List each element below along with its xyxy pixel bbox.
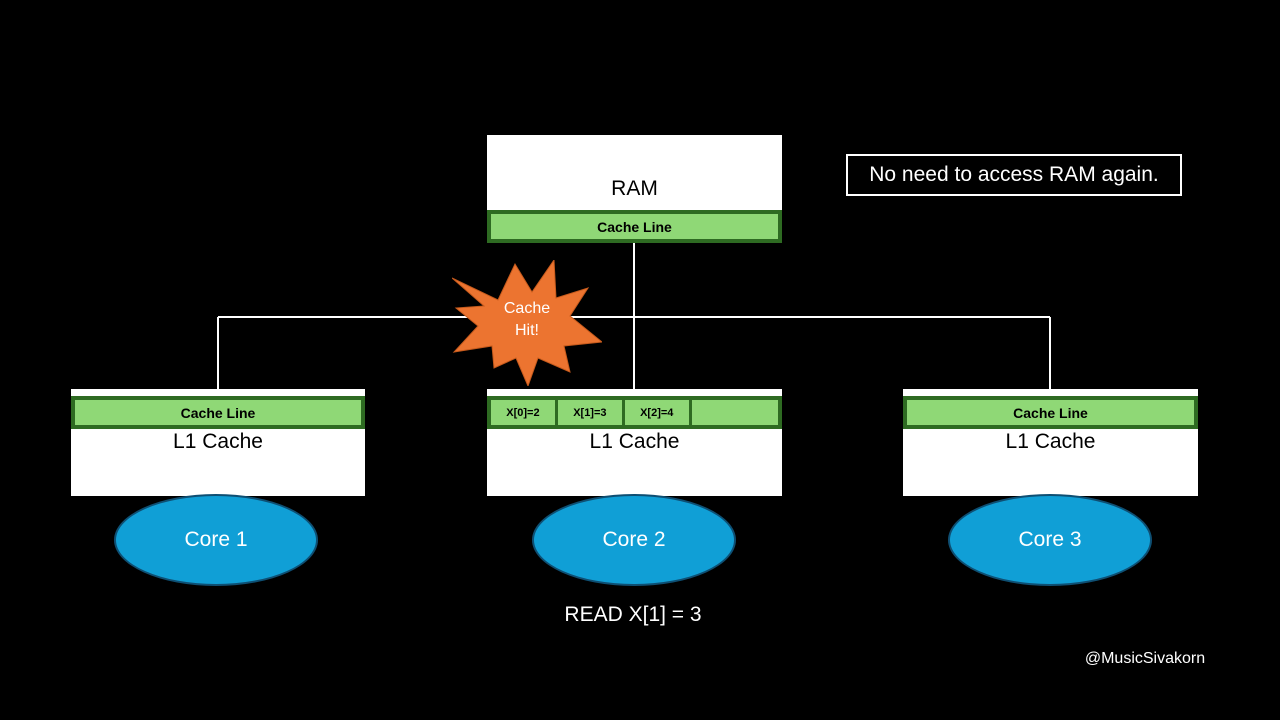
note-box: No need to access RAM again. xyxy=(846,154,1182,196)
ram-box: RAM Cache Line xyxy=(487,135,782,243)
l1-cache-line-core2: X[0]=2 X[1]=3 X[2]=4 xyxy=(487,396,782,429)
cache-cell-x1: X[1]=3 xyxy=(558,400,625,425)
l1-cache-line-core3: Cache Line xyxy=(903,396,1198,429)
l1-cache-title-core3: L1 Cache xyxy=(1005,430,1096,453)
l1-cache-core2: X[0]=2 X[1]=3 X[2]=4 L1 Cache xyxy=(487,389,782,496)
cache-hit-burst xyxy=(452,260,602,386)
core-2: Core 2 xyxy=(532,494,736,586)
l1-cache-title-core1: L1 Cache xyxy=(173,430,263,453)
cache-hit-burst-shape xyxy=(452,260,602,386)
read-caption: READ X[1] = 3 xyxy=(564,603,702,626)
watermark: @MusicSivakorn xyxy=(1084,650,1206,667)
l1-cache-core3: Cache Line L1 Cache xyxy=(903,389,1198,496)
cache-cell-x0: X[0]=2 xyxy=(491,400,558,425)
ram-title: RAM xyxy=(611,177,658,200)
cache-cell-x2: X[2]=4 xyxy=(625,400,692,425)
cache-hit-text: Cache Hit! xyxy=(486,298,568,342)
core-1: Core 1 xyxy=(114,494,318,586)
core-3: Core 3 xyxy=(948,494,1152,586)
cache-hit-line1: Cache xyxy=(503,300,551,317)
cache-cell-empty xyxy=(692,400,778,425)
l1-cache-core1: Cache Line L1 Cache xyxy=(71,389,365,496)
ram-cache-line: Cache Line xyxy=(487,210,782,243)
l1-cache-title-core2: L1 Cache xyxy=(589,430,680,453)
l1-cache-line-core1: Cache Line xyxy=(71,396,365,429)
cache-hit-line2: Hit! xyxy=(515,322,539,339)
